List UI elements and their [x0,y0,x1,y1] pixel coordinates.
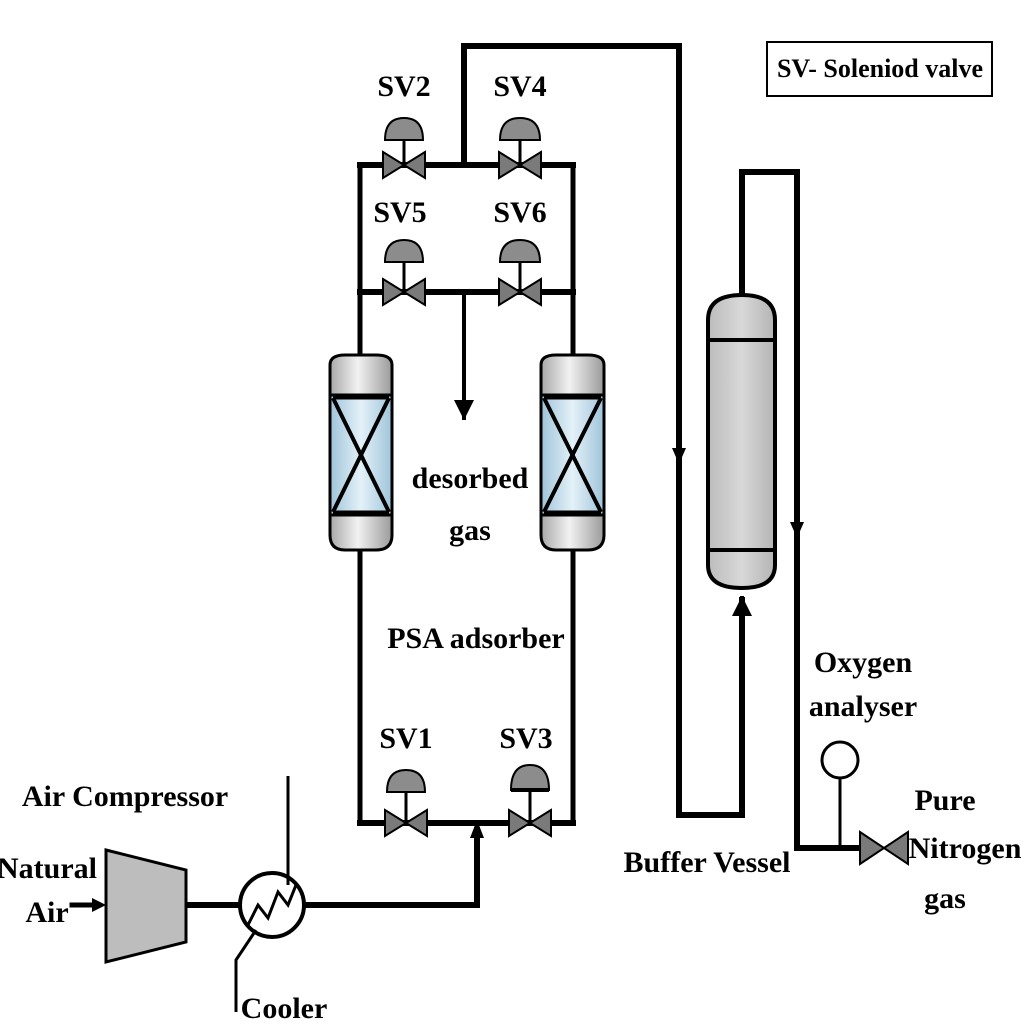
valve-sv4-label: SV4 [493,70,546,103]
adsorber-right [539,353,606,552]
valve-sv3 [508,763,552,838]
valve-sv2 [382,116,426,180]
natural-air-label-line1: Natural [0,852,97,885]
valve-sv1-label: SV1 [379,722,432,755]
adsorber-left [328,353,394,552]
psa-adsorber-label: PSA adsorber [387,622,565,655]
oxygen-analyser-label-line2: analyser [809,690,917,723]
natural-air-label-line2: Air [25,896,68,929]
pure-nitrogen-label-line1: Pure [914,784,975,817]
valve-sv5-label: SV5 [373,196,426,229]
legend-text: SV- Soleniod valve [777,54,983,83]
oxygen-analyser [820,740,860,848]
desorbed-gas-label-line1: desorbed [412,462,529,495]
legend-box: SV- Soleniod valve [766,41,993,97]
buffer-vessel [706,292,777,591]
oxygen-analyser-label-line1: Oxygen [814,646,913,679]
valve-sv1 [384,768,428,838]
desorbed-gas-label-line2: gas [449,514,491,547]
valve-sv2-label: SV2 [377,70,430,103]
cooler-label: Cooler [241,992,328,1024]
valve-sv5 [382,238,426,307]
outlet-valve [859,830,909,866]
valve-sv6 [498,238,542,307]
pure-nitrogen-label-line2: Nitrogen [909,832,1022,865]
cooler [234,776,306,1012]
pure-nitrogen-label-line3: gas [924,882,966,915]
valve-sv3-label: SV3 [499,722,552,755]
air-compressor [104,848,188,964]
valve-sv4 [498,116,542,180]
buffer-vessel-label: Buffer Vessel [624,846,791,879]
valve-sv6-label: SV6 [493,196,546,229]
air-compressor-label: Air Compressor [22,780,228,813]
